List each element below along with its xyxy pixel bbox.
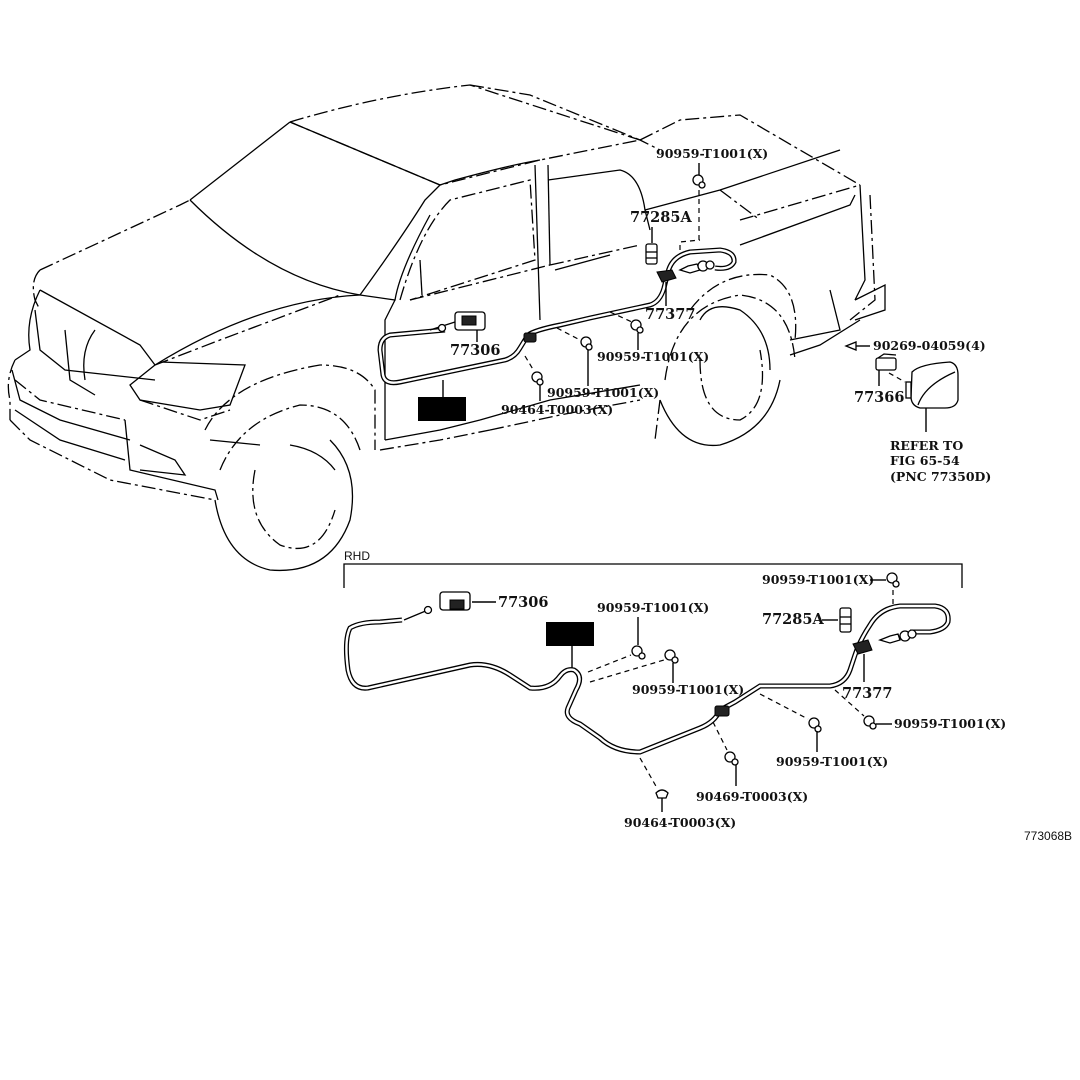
rhd-clip-90959-lower-mid[interactable]: [664, 649, 679, 683]
label-90959-mid-left: 90959-T1001(X): [547, 385, 659, 400]
rhd-label-box: [546, 622, 594, 646]
clip-90959-top[interactable]: [692, 174, 706, 189]
bracket-77285A[interactable]: [645, 243, 658, 265]
rhd-section-label: RHD: [344, 549, 370, 563]
rhd-clamp-90469[interactable]: [724, 751, 739, 786]
rhd-label-90959-lower-mid: 90959-T1001(X): [632, 682, 744, 697]
label-77285A-main: 77285A: [630, 209, 692, 226]
rhd-label-77306: 77306: [498, 594, 548, 611]
label-77366: 77366: [854, 389, 904, 406]
rhd-section-frame: [343, 563, 963, 588]
fuel-lid[interactable]: [905, 361, 959, 432]
rhd-label-90464: 90464-T0003(X): [624, 815, 736, 830]
label-90464-main: 90464-T0003(X): [501, 402, 613, 417]
clip-90959-mid-left[interactable]: [580, 336, 593, 386]
rhd-clip-90959-top-right[interactable]: [886, 572, 900, 588]
rhd-clip-90959-upper-mid[interactable]: [631, 645, 646, 660]
rhd-cable-end-77377[interactable]: [852, 629, 917, 682]
rhd-label-90469: 90469-T0003(X): [696, 789, 808, 804]
opener-lever-77306[interactable]: [437, 311, 486, 342]
label-refer-1: REFER TO: [890, 438, 963, 453]
rhd-label-90959-upper-mid: 90959-T1001(X): [597, 600, 709, 615]
lock-assy-77366[interactable]: [875, 353, 897, 386]
rhd-clip-90959-bottom-mid[interactable]: [808, 717, 822, 752]
clip-90959-mid-right[interactable]: [630, 319, 644, 350]
rhd-opener-lever-77306[interactable]: [423, 591, 497, 615]
clamp-90464[interactable]: [531, 371, 544, 401]
label-90269: 90269-04059(4): [873, 338, 986, 353]
label-refer-3: (PNC 77350D): [890, 469, 991, 484]
figure-id: 773068B: [1024, 829, 1072, 843]
cable-joint-main: [523, 332, 537, 343]
rhd-label-77377: 77377: [842, 685, 892, 702]
rhd-bracket-77285A[interactable]: [839, 607, 852, 633]
rhd-cable: [343, 603, 951, 755]
rhd-label-90959-bottom-mid: 90959-T1001(X): [776, 754, 888, 769]
cable-end-77377[interactable]: [656, 260, 715, 306]
truck-outline: [7, 84, 886, 572]
screw-90269[interactable]: [844, 341, 870, 351]
label-90959-top: 90959-T1001(X): [656, 146, 768, 161]
label-77377-main: 77377: [645, 306, 695, 323]
rhd-label-90959-top-right: 90959-T1001(X): [762, 572, 874, 587]
label-box-main: [418, 397, 466, 421]
label-refer-2: FIG 65-54: [890, 453, 960, 468]
label-77306: 77306: [450, 342, 500, 359]
rhd-label-90959-right: 90959-T1001(X): [894, 716, 1006, 731]
rhd-clip-90959-right[interactable]: [863, 715, 892, 730]
rhd-cable-joint: [714, 705, 730, 717]
rhd-clamp-90464[interactable]: [655, 789, 669, 812]
rhd-label-77285A: 77285A: [762, 611, 824, 628]
label-90959-mid-right: 90959-T1001(X): [597, 349, 709, 364]
